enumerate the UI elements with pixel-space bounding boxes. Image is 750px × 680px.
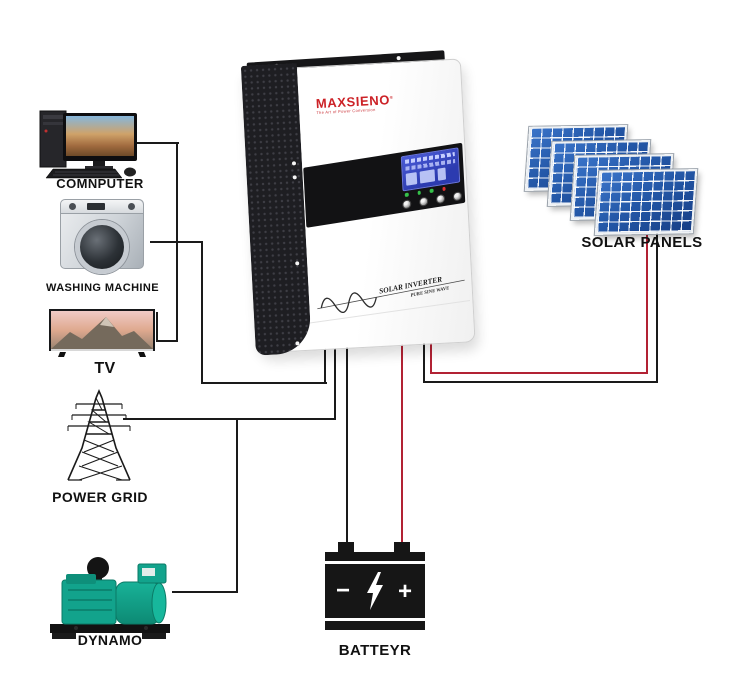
- inverter-body: MAXSIENO® The Art of Power Conversion: [241, 58, 476, 354]
- lcd-panel-icon: [405, 172, 418, 186]
- wire-solar-red-v1: [430, 330, 432, 374]
- led-green-icon: [417, 190, 421, 195]
- washing-machine-label: WASHING MACHINE: [46, 282, 159, 294]
- wire-grid-horizontal: [123, 418, 336, 420]
- wire-bus-to-inverter-v: [324, 330, 326, 384]
- wire-computer-to-bus: [133, 142, 179, 144]
- dynamo-label: DYNAMO: [77, 632, 143, 648]
- wire-solar-black-v2: [656, 226, 658, 383]
- wire-dynamo-drop: [236, 418, 238, 593]
- screw-icon: [291, 161, 297, 166]
- wire-bus-to-inverter-h: [201, 382, 327, 384]
- dynamo-icon: [42, 550, 184, 651]
- tv-label: TV: [94, 360, 116, 377]
- power-grid-icon: [52, 388, 148, 491]
- wire-tv-to-bus: [157, 340, 178, 342]
- screw-icon: [396, 56, 401, 61]
- inverter-display-panel: [303, 142, 466, 228]
- solar-panels-label: SOLAR PANELS: [581, 234, 703, 251]
- solar-inverter: MAXSIENO® The Art of Power Conversion: [240, 44, 477, 356]
- inverter-button-icon: [418, 196, 429, 207]
- tv-icon: [48, 308, 156, 363]
- washing-machine-icon: [60, 199, 144, 274]
- screw-icon: [292, 175, 297, 180]
- screw-icon: [295, 261, 300, 266]
- battery-terminal-positive: [394, 542, 410, 553]
- wire-grid-to-inverter: [334, 330, 336, 420]
- battery-top-bar: [325, 552, 425, 561]
- led-green-icon: [429, 188, 434, 193]
- inverter-button-icon: [452, 191, 463, 202]
- lightning-icon: [364, 570, 386, 617]
- wire-tv-riser: [156, 312, 158, 342]
- solar-panel-4: [594, 169, 698, 235]
- power-grid-label: POWER GRID: [52, 489, 148, 505]
- battery-label: BATTEYR: [338, 642, 412, 659]
- wire-washer-to-bus: [150, 241, 203, 243]
- inverter-logo: MAXSIENO® The Art of Power Conversion: [316, 92, 395, 115]
- brand-mark: ®: [389, 94, 394, 100]
- computer-icon: [35, 103, 140, 184]
- wire-battery-negative: [346, 330, 348, 545]
- sine-wave-icon: SOLAR INVERTER PURE SINE WAVE: [317, 275, 465, 313]
- led-green-icon: [404, 192, 409, 197]
- wire-solar-black-h: [423, 381, 658, 383]
- washer-knob-right: [128, 203, 135, 210]
- washer-knob-left: [69, 203, 76, 210]
- inverter-lcd-screen: [400, 147, 461, 192]
- battery-plus-sign: +: [398, 578, 413, 605]
- battery-bottom-bar: [325, 621, 425, 630]
- wire-bus-drop: [201, 241, 203, 384]
- computer-label: COMNPUTER: [56, 176, 144, 191]
- battery-minus-sign: −: [336, 577, 351, 604]
- led-red-icon: [441, 186, 446, 191]
- washer-door: [75, 220, 129, 274]
- inverter-button-icon: [402, 199, 412, 210]
- lcd-battery-icon: [437, 167, 447, 181]
- wire-solar-red-h: [430, 372, 648, 374]
- wire-battery-positive: [401, 330, 403, 545]
- wire-solar-black-v1: [423, 330, 425, 383]
- wire-solar-red-v2: [646, 226, 648, 374]
- wire-dynamo-horizontal: [172, 591, 238, 593]
- battery-terminal-negative: [338, 542, 354, 553]
- washer-display: [87, 203, 105, 210]
- washer-control-panel: [61, 200, 143, 214]
- inverter-button-icon: [435, 193, 446, 205]
- lcd-inverter-icon: [419, 169, 436, 184]
